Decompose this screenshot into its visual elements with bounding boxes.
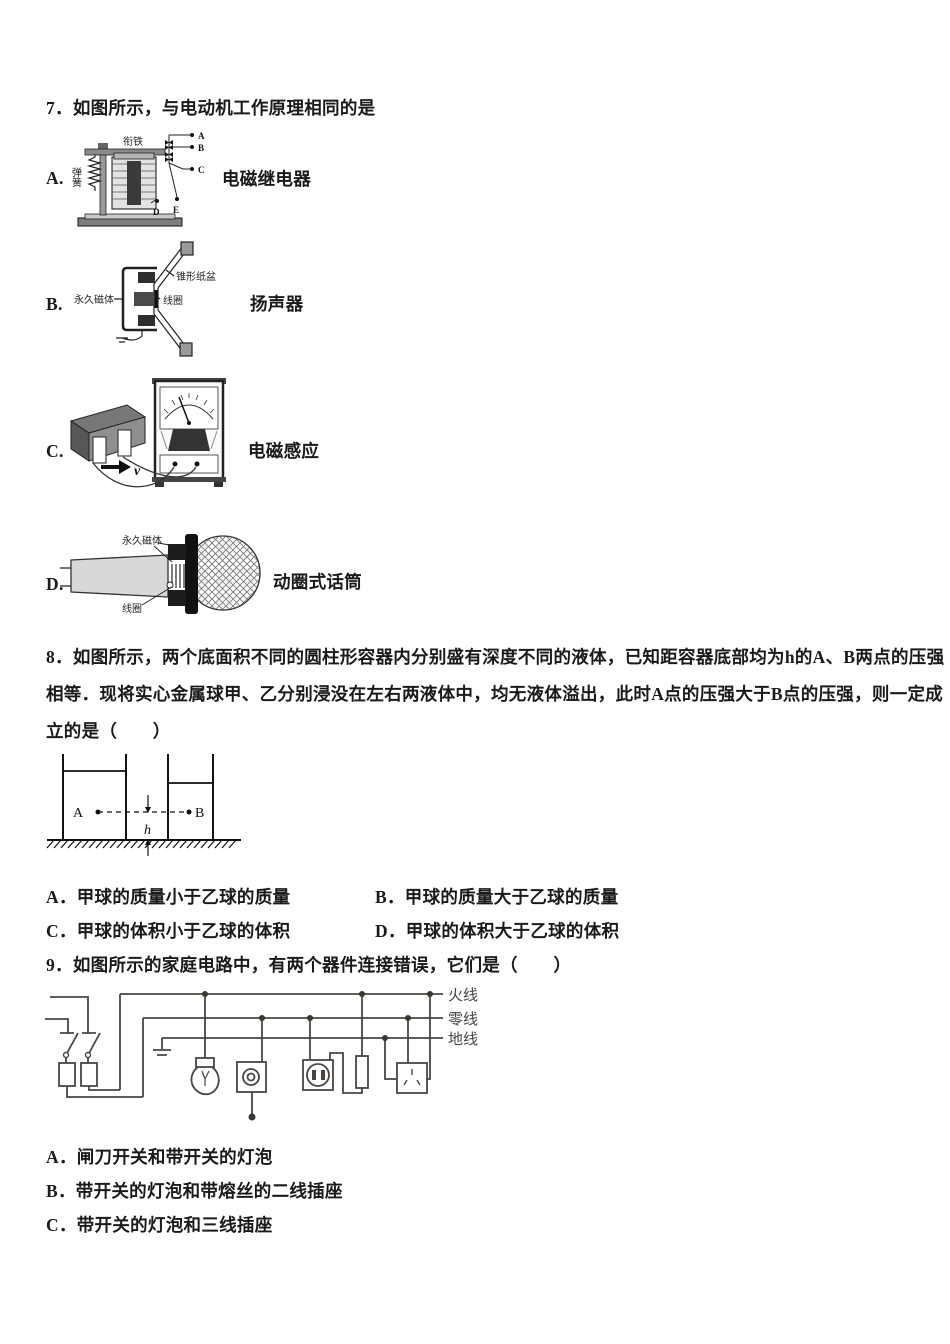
left-container [62, 754, 127, 840]
relay-diagram: 衔铁 弹簧 A B C D E [70, 131, 205, 227]
induction-diagram: v [69, 378, 226, 488]
speaker-pole [134, 292, 156, 306]
q7-option-c-letter: C. [46, 441, 64, 461]
q7-option-d-letter: D. [46, 574, 64, 594]
junction-dot [427, 991, 433, 997]
q8-option-c: C．甲球的体积小于乙球的体积 [46, 921, 291, 941]
q8-option-b: B．甲球的质量大于乙球的质量 [375, 887, 619, 907]
meter-scale [164, 404, 214, 420]
ground-wire-label: 地线 [448, 1031, 478, 1048]
mic-coil-label: 线圈 [122, 602, 142, 615]
meter-needle [178, 396, 190, 424]
fuse [58, 1062, 76, 1087]
q8-option-a: A．甲球的质量小于乙球的质量 [46, 887, 291, 907]
speaker-magnet-label: 永久磁体 [74, 293, 114, 306]
relay-terminal-d-label: D [153, 207, 160, 217]
mic-magnet-label: 永久磁体 [122, 534, 162, 547]
q7-option-b-letter: B. [46, 294, 63, 314]
switch-terminal-dot [248, 1113, 256, 1121]
junction-dot [405, 1015, 411, 1021]
speaker-cone-label: 锥形纸盆 [176, 270, 216, 283]
light-bulb [190, 1066, 220, 1096]
junction-dot [259, 1015, 265, 1021]
fuse [80, 1062, 98, 1087]
two-pin-socket [302, 1059, 334, 1091]
q8-stem-line2: 相等．现将实心金属球甲、乙分别浸没在左右两液体中，均无液体溢出，此时A点的压强大… [46, 684, 944, 704]
relay-armature-label: 衔铁 [123, 135, 143, 148]
right-container [167, 754, 214, 840]
induction-wires [92, 456, 197, 488]
point-a-label: A [73, 806, 84, 821]
q7-option-a-letter: A. [46, 168, 64, 188]
q9-option-b: B．带开关的灯泡和带熔丝的二线插座 [46, 1181, 343, 1201]
meter-terminal [172, 461, 178, 467]
relay-terminal-c-label: C [198, 165, 205, 175]
q7-option-a-caption: 电磁继电器 [222, 169, 311, 189]
junction-dot [202, 991, 208, 997]
mic-coil [171, 564, 185, 588]
bulb-base [195, 1057, 215, 1068]
three-pin-socket [396, 1062, 428, 1094]
wall-switch [236, 1061, 267, 1093]
household-circuit-diagram: 火线 零线 地线 [45, 987, 478, 1121]
relay-terminal-e-label: E [173, 205, 179, 215]
junction-dot [359, 991, 365, 997]
point-b-label: B [195, 806, 204, 821]
containers-diagram: A B h [46, 754, 241, 856]
relay-contact [165, 140, 173, 150]
socket-fuse [355, 1055, 369, 1089]
q7-option-c-caption: 电磁感应 [248, 441, 320, 461]
q7-option-d-caption: 动圈式话筒 [273, 572, 362, 592]
q7-option-b-caption: 扬声器 [250, 294, 304, 314]
ground-hatching [46, 839, 237, 849]
speaker-magnet [121, 266, 157, 332]
junction-dot [307, 1015, 313, 1021]
q8-stem-line3: 立的是（ ） [46, 721, 171, 741]
q8-stem-line1: 8．如图所示，两个底面积不同的圆柱形容器内分别盛有深度不同的液体，已知距容器底部… [46, 647, 945, 667]
relay-spring-label: 弹簧 [70, 166, 82, 188]
knife-switch [65, 1032, 101, 1056]
q7-stem: 7．如图所示，与电动机工作原理相同的是 [46, 98, 376, 118]
speaker-cone [153, 245, 188, 353]
junction-dot [382, 1035, 388, 1041]
speaker-diagram: 锥形纸盆 永久磁体 线圈 [74, 241, 216, 357]
relay-spring [86, 155, 103, 191]
q8-option-d: D．甲球的体积大于乙球的体积 [375, 921, 620, 941]
height-label: h [144, 823, 151, 838]
relay-terminal-b-label: B [198, 143, 204, 153]
point-a-dot [95, 809, 101, 815]
speaker-coil-label: 线圈 [163, 294, 183, 307]
relay-terminal-a-label: A [198, 131, 205, 141]
velocity-label: v [134, 464, 141, 479]
microphone-diagram: 永久磁体 线圈 [60, 534, 261, 615]
mic-magnet [168, 544, 186, 560]
ground-symbol [153, 1038, 171, 1056]
mic-handle [70, 554, 169, 598]
live-wire-label: 火线 [448, 987, 478, 1004]
q9-option-c: C．带开关的灯泡和三线插座 [46, 1215, 273, 1235]
q9-stem: 9．如图所示的家庭电路中，有两个器件连接错误，它们是（ ） [46, 955, 572, 975]
q9-option-a: A．闸刀开关和带开关的灯泡 [46, 1147, 273, 1167]
point-b-dot [186, 809, 192, 815]
neutral-wire-label: 零线 [448, 1011, 478, 1028]
supply-feed [50, 996, 96, 1034]
meter-terminal [194, 461, 200, 467]
